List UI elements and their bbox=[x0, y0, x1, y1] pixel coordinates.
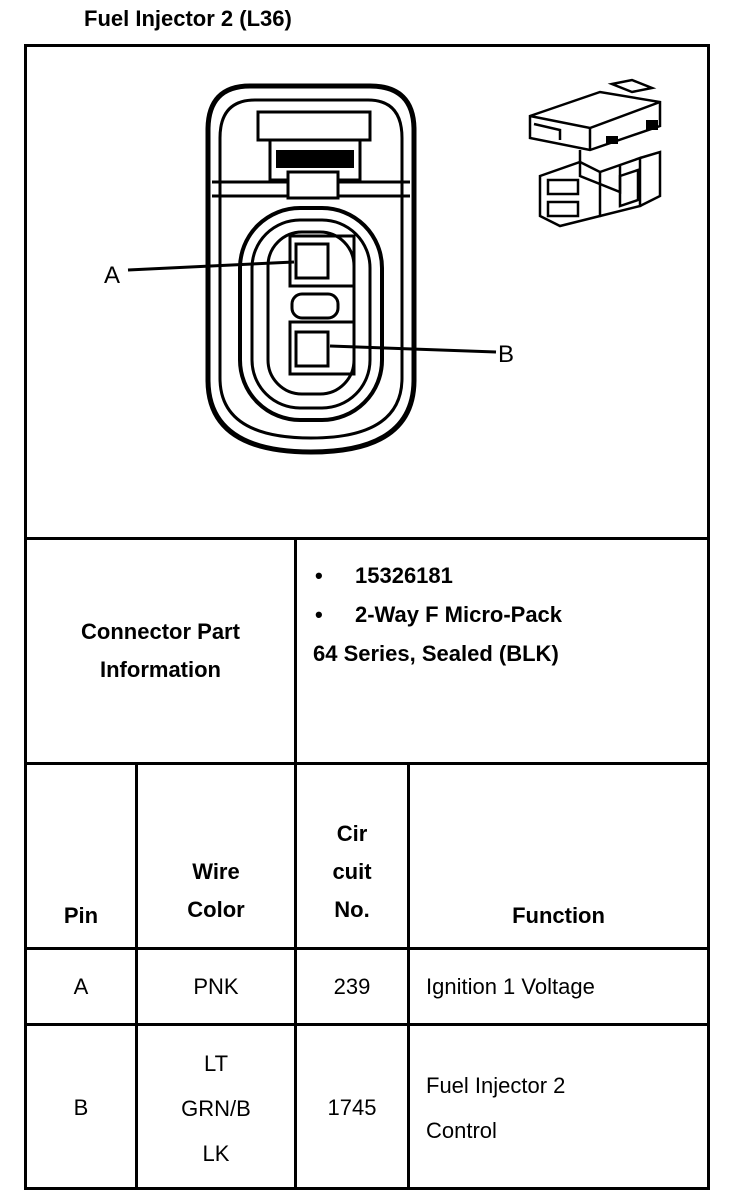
pin-b-label: B bbox=[498, 341, 514, 368]
connector-info-label-line2: Information bbox=[100, 657, 221, 682]
row-b-circuit: 1745 bbox=[327, 1095, 377, 1120]
row-b-wire-color: LT GRN/B LK bbox=[181, 1050, 251, 1166]
divider-col-wire bbox=[294, 762, 297, 1190]
header-circuit-no: Cir cuit No. bbox=[332, 821, 372, 922]
connector-type: • 2-Way F Micro-Pack bbox=[297, 595, 707, 634]
pin-a-label: A bbox=[104, 262, 120, 289]
connector-info-label: Connector Part Information bbox=[27, 540, 294, 762]
connector-info-label-line1: Connector Part bbox=[81, 619, 240, 644]
row-a-circuit: 239 bbox=[333, 973, 371, 999]
connector-table-frame bbox=[24, 44, 710, 1190]
divider-diagram-bottom bbox=[24, 537, 710, 540]
bullet-icon: • bbox=[315, 563, 323, 588]
page-title: Fuel Injector 2 (L36) bbox=[84, 6, 292, 31]
pin-a-leader bbox=[127, 260, 295, 272]
header-function: Function bbox=[512, 903, 605, 928]
divider-info-column bbox=[294, 537, 297, 765]
row-a-function: Ignition 1 Voltage bbox=[426, 973, 595, 999]
divider-info-bottom bbox=[24, 762, 710, 765]
divider-header-bottom bbox=[24, 947, 710, 950]
header-pin: Pin bbox=[63, 903, 99, 928]
connector-part-number: • 15326181 bbox=[297, 556, 707, 595]
divider-col-pin bbox=[135, 762, 138, 1190]
header-wire-color: Wire Color bbox=[187, 859, 245, 922]
row-a-pin: A bbox=[73, 973, 89, 999]
connector-face-diagram: A B bbox=[104, 83, 514, 455]
divider-col-circuit bbox=[407, 762, 410, 1190]
pin-b-leader bbox=[329, 344, 497, 354]
bullet-icon: • bbox=[315, 602, 323, 627]
row-b-function: Fuel Injector 2 Control bbox=[426, 1073, 566, 1143]
divider-row-a-bottom bbox=[24, 1023, 710, 1026]
connector-series: 64 Series, Sealed (BLK) bbox=[313, 641, 559, 666]
row-a-wire-color: PNK bbox=[193, 973, 239, 999]
connector-3d-view-icon bbox=[528, 78, 662, 228]
connector-info-details: • 15326181 • 2-Way F Micro-Pack 64 Serie… bbox=[297, 556, 707, 673]
row-b-pin: B bbox=[73, 1095, 89, 1120]
